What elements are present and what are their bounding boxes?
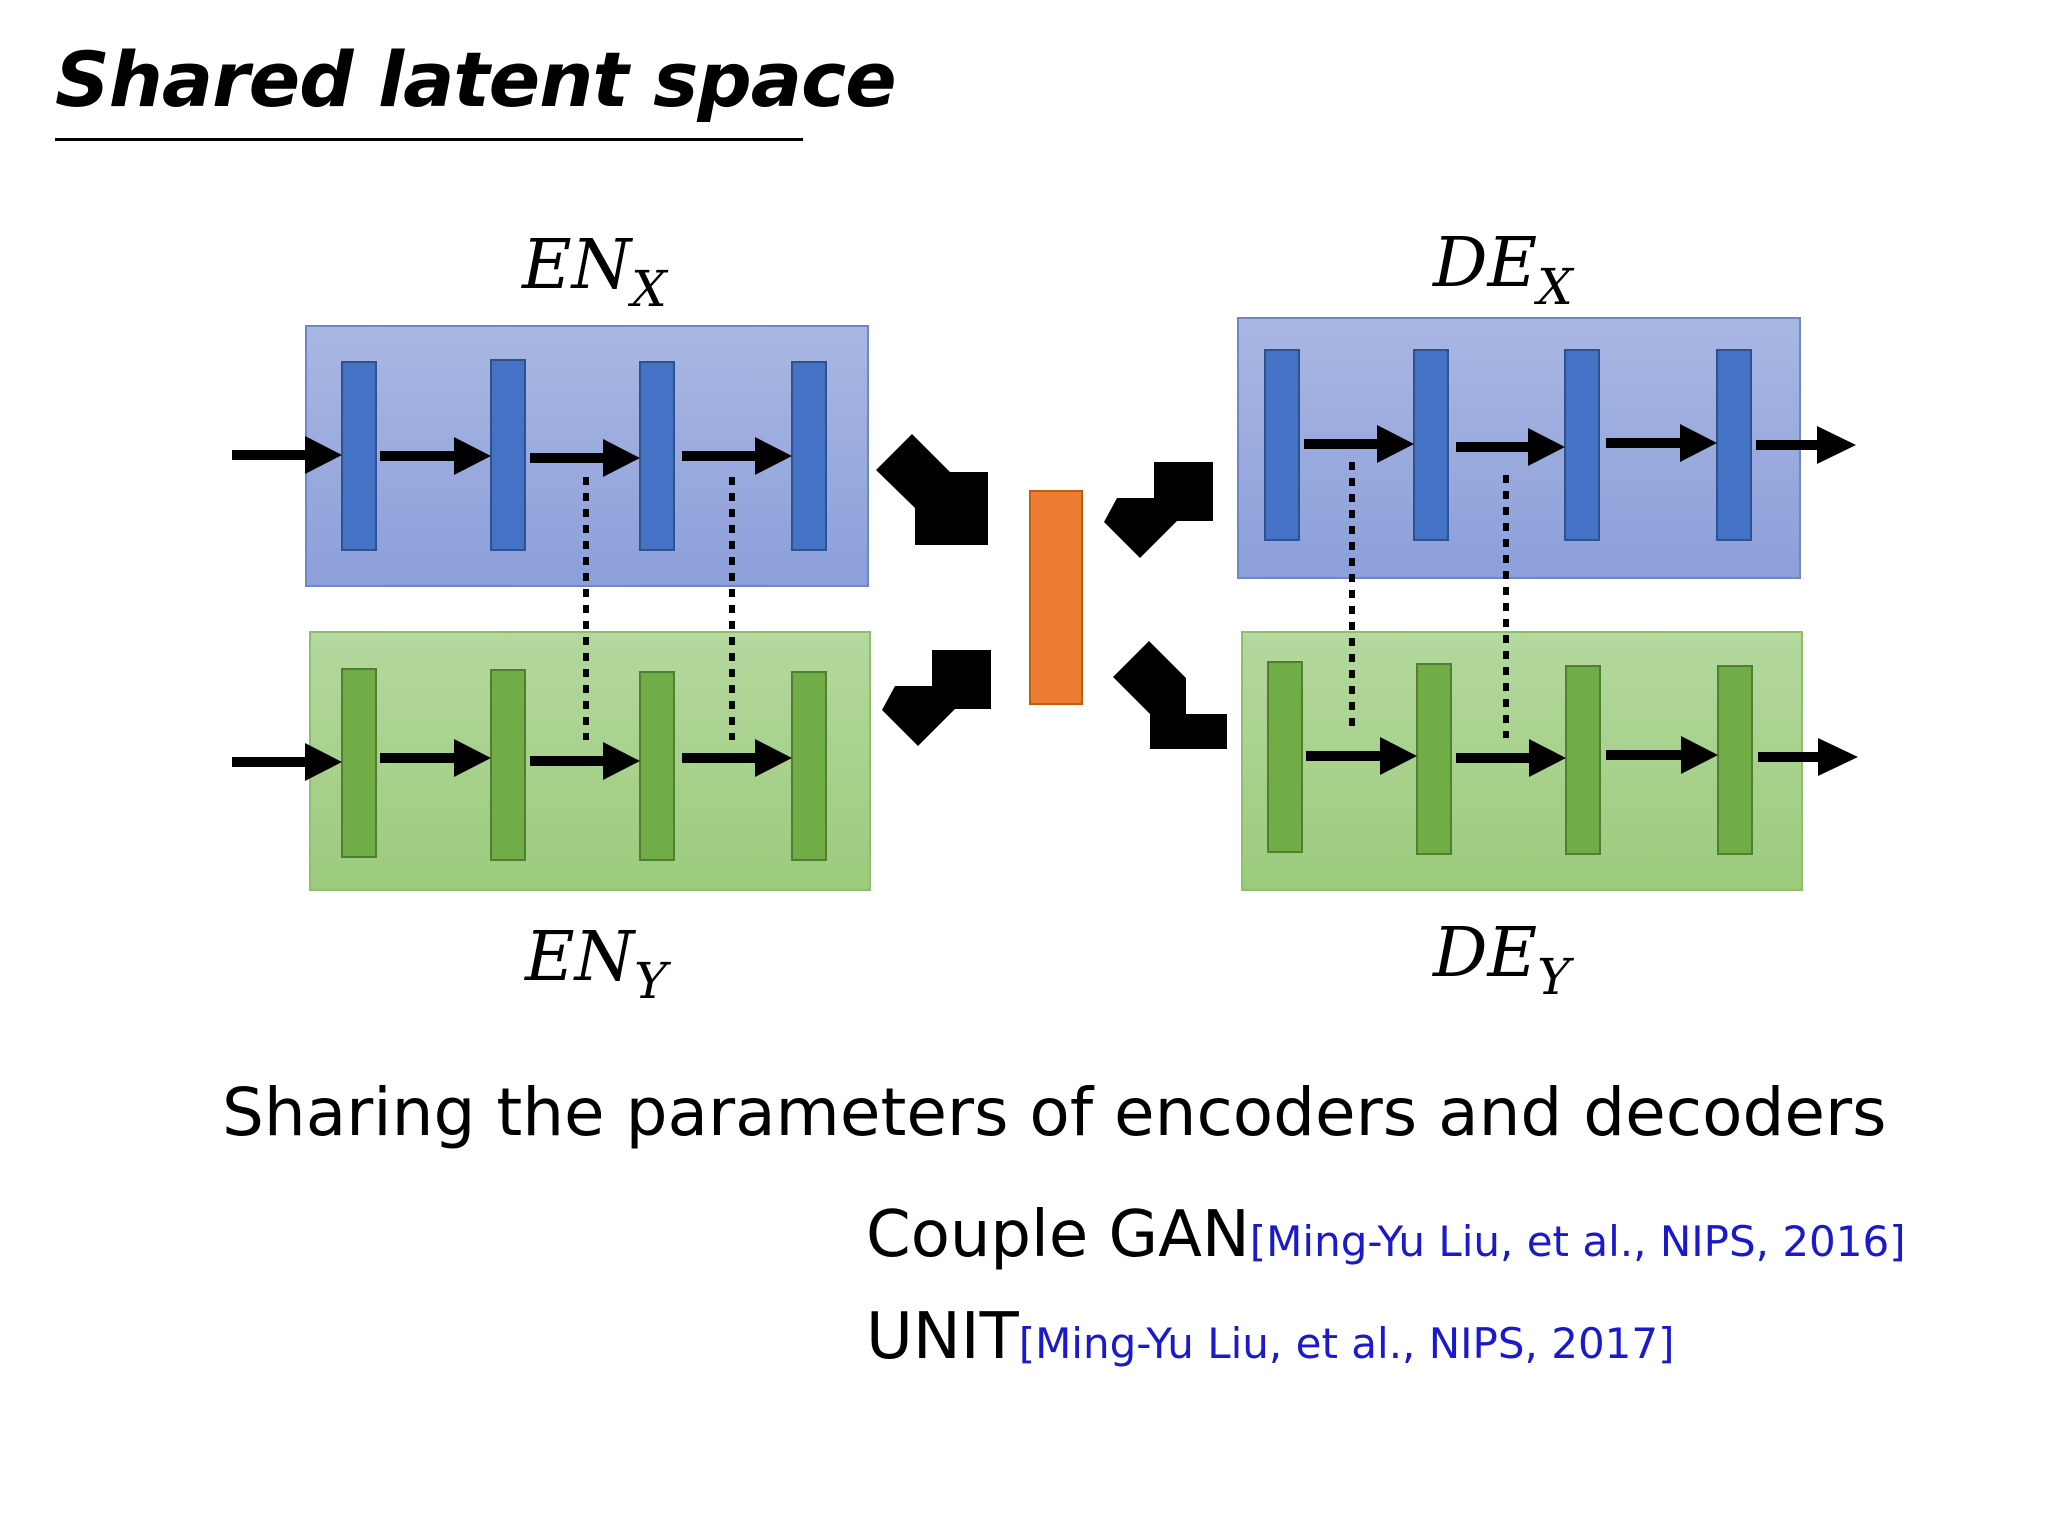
encoder-x-layer bbox=[341, 361, 377, 551]
arrow-right bbox=[682, 739, 792, 777]
arrow-right bbox=[380, 437, 491, 475]
page-title: Shared latent space bbox=[55, 35, 897, 124]
block-arrow-out-of-latent bbox=[1104, 462, 1213, 558]
decoder-y-label-main: DE bbox=[1433, 914, 1538, 993]
encoder-x-layer bbox=[791, 361, 827, 551]
decoder-x-label-sub: X bbox=[1537, 258, 1573, 316]
encoder-y-layers bbox=[341, 668, 827, 861]
encoder-x-layer bbox=[490, 359, 526, 551]
arrow-right bbox=[1606, 424, 1717, 462]
block-arrow-into-latent bbox=[876, 434, 988, 545]
arrow-right bbox=[232, 743, 342, 781]
block-arrow-into-latent bbox=[882, 650, 991, 746]
reference-coupled-gan: Couple GAN[Ming-Yu Liu, et al., NIPS, 20… bbox=[866, 1203, 1906, 1267]
encoder-y-layer bbox=[341, 668, 377, 858]
decoder-x-layer bbox=[1716, 349, 1752, 541]
decoder-x-label-main: DE bbox=[1433, 224, 1538, 303]
encoder-x-layer bbox=[639, 361, 675, 551]
decoder-x-layer bbox=[1264, 349, 1300, 541]
reference-citation: [Ming-Yu Liu, et al., NIPS, 2017] bbox=[1018, 1319, 1675, 1368]
reference-name: UNIT bbox=[866, 1300, 1019, 1374]
arrow-right bbox=[1758, 738, 1858, 776]
decoder-y-layers bbox=[1267, 661, 1753, 855]
reference-unit: UNIT[Ming-Yu Liu, et al., NIPS, 2017] bbox=[866, 1305, 1675, 1369]
decoder-x-label: DEX bbox=[1433, 230, 1573, 313]
encoder-x-label: ENX bbox=[522, 232, 667, 315]
arrow-right bbox=[1456, 739, 1566, 777]
reference-name: Couple GAN bbox=[866, 1198, 1250, 1272]
decoder-x-layers bbox=[1264, 349, 1752, 541]
encoder-y-label-main: EN bbox=[525, 918, 635, 997]
reference-citation: [Ming-Yu Liu, et al., NIPS, 2016] bbox=[1249, 1217, 1906, 1266]
arrow-right bbox=[1304, 425, 1414, 463]
decoder-y-label: DEY bbox=[1433, 920, 1570, 1003]
arrow-right bbox=[530, 439, 640, 477]
decoder-x-layer bbox=[1413, 349, 1449, 541]
arrow-right bbox=[1456, 428, 1565, 466]
shared-parameter-links bbox=[583, 462, 1509, 740]
diagram-caption: Sharing the parameters of encoders and d… bbox=[222, 1074, 1887, 1151]
encoder-y-label-sub: Y bbox=[634, 952, 668, 1010]
block-arrows bbox=[876, 434, 1227, 749]
decoder-x-layer bbox=[1564, 349, 1600, 541]
decoder-y-layer bbox=[1565, 665, 1601, 855]
latent-code bbox=[1029, 490, 1083, 705]
arrow-right bbox=[380, 739, 491, 777]
encoder-y-label: ENY bbox=[525, 924, 667, 1007]
decoder-y-layer bbox=[1416, 663, 1452, 855]
arrow-right bbox=[682, 437, 792, 475]
title-underline bbox=[55, 138, 803, 141]
arrow-right bbox=[232, 436, 342, 474]
decoder-y-label-sub: Y bbox=[1537, 948, 1571, 1006]
encoder-y-layer bbox=[490, 669, 526, 861]
encoder-x-layers bbox=[341, 359, 827, 551]
arrow-right bbox=[1306, 737, 1417, 775]
flow-arrows bbox=[232, 424, 1858, 781]
encoder-y-layer bbox=[791, 671, 827, 861]
encoder-y-layer bbox=[639, 671, 675, 861]
arrow-right bbox=[1756, 426, 1856, 464]
encoder-x-label-sub: X bbox=[631, 260, 667, 318]
decoder-y-layer bbox=[1717, 665, 1753, 855]
decoder-y-layer bbox=[1267, 661, 1303, 853]
encoder-x-label-main: EN bbox=[522, 226, 632, 305]
arrow-right bbox=[530, 742, 640, 780]
arrow-right bbox=[1606, 736, 1718, 774]
block-arrow-out-of-latent bbox=[1113, 641, 1227, 749]
